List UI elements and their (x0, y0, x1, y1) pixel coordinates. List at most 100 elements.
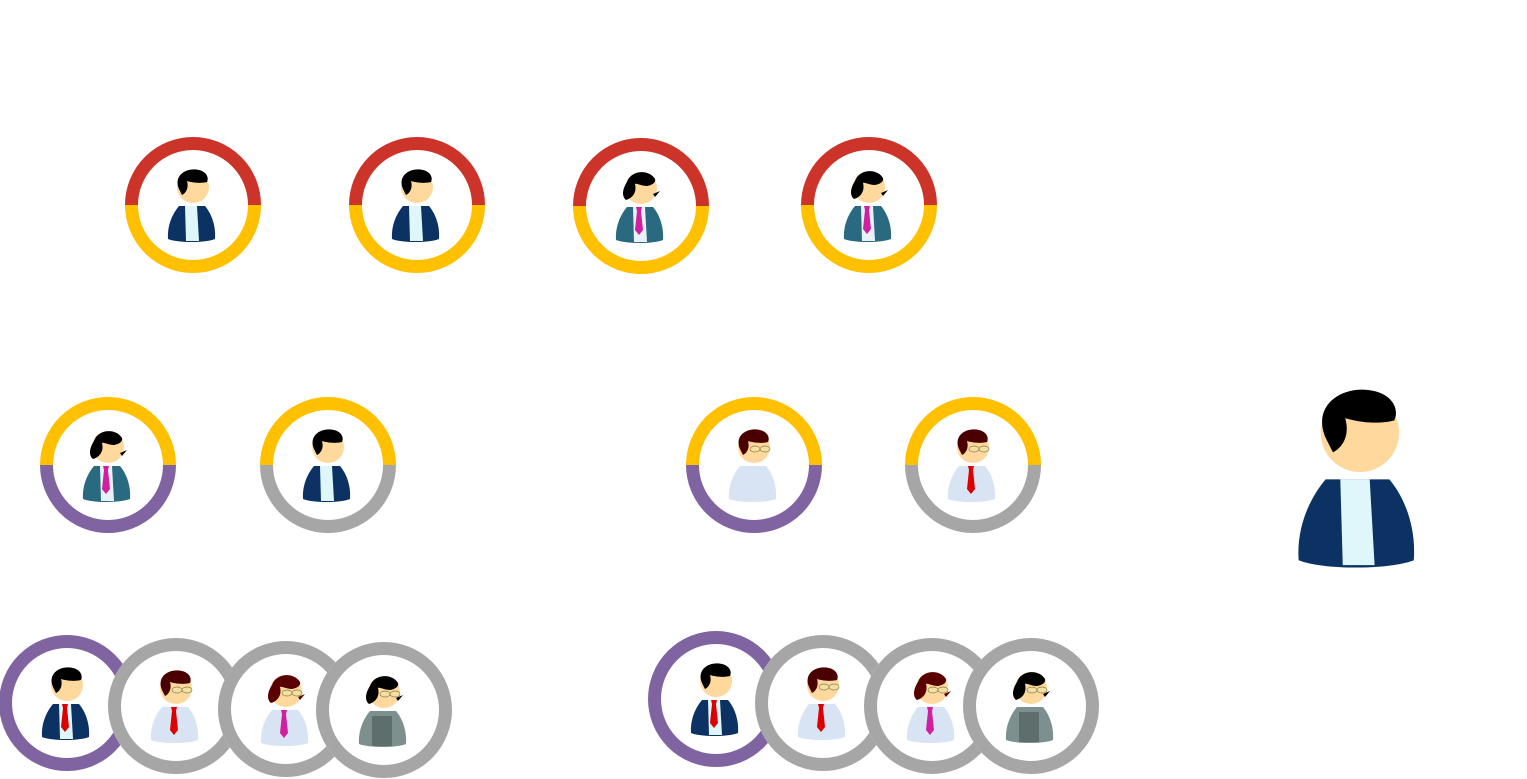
ring-bottom-yellow (349, 204, 485, 273)
female-executive-icon (82, 431, 131, 502)
person-node[interactable] (349, 137, 485, 273)
glasses-icon (818, 683, 840, 691)
ring-top-red (801, 137, 937, 206)
node-background (260, 397, 396, 533)
female-worker-icon (1005, 672, 1054, 743)
ring-top-yellow (260, 397, 396, 466)
tie (710, 700, 718, 728)
hair (177, 169, 208, 195)
glasses-icon (927, 686, 949, 694)
glasses-icon (171, 686, 193, 694)
tie (967, 466, 975, 494)
male-staff-icon (728, 429, 777, 502)
glasses-icon (968, 445, 990, 453)
glasses-icon (749, 445, 771, 453)
node-background (648, 631, 784, 767)
glasses-icon (379, 690, 401, 698)
female-executive-icon (615, 172, 664, 243)
hair (51, 667, 82, 693)
ring-bottom-yellow (573, 205, 709, 274)
male-staff-red-tie-icon (150, 670, 199, 743)
ring-top-red (349, 137, 485, 206)
tie (102, 466, 110, 494)
tie (863, 206, 871, 234)
female-worker-icon (358, 676, 407, 747)
female-staff-icon (906, 672, 955, 743)
person-node[interactable] (905, 397, 1041, 533)
person-node[interactable] (755, 635, 891, 771)
node-background (108, 638, 244, 774)
tie (926, 707, 934, 735)
glasses-icon (281, 689, 303, 697)
node-background (963, 638, 1099, 774)
person-node[interactable] (108, 638, 244, 774)
hair (914, 672, 951, 700)
person-node[interactable] (316, 642, 452, 778)
glasses-icon (1026, 686, 1048, 694)
ring-top-yellow (40, 397, 176, 466)
person-node[interactable] (573, 138, 709, 274)
ring-bottom-gray (963, 705, 1099, 774)
ring-bottom-purple (686, 464, 822, 533)
ring-top-red (573, 138, 709, 207)
female-executive-icon (843, 171, 892, 242)
hair (738, 429, 769, 455)
tie (170, 707, 178, 735)
ring-top-yellow (686, 397, 822, 466)
ring-top-gray (963, 638, 1099, 707)
node-background (218, 641, 354, 777)
person-node[interactable] (40, 397, 176, 533)
male-staff-red-tie-icon (797, 667, 846, 740)
torso (728, 466, 777, 502)
shirt-front (185, 206, 199, 241)
hair (807, 667, 838, 693)
hair (700, 663, 731, 689)
node-background (125, 137, 261, 273)
hair (160, 670, 191, 696)
ring-top-yellow (905, 397, 1041, 466)
node-background (349, 137, 485, 273)
hair (90, 431, 127, 459)
hair (366, 676, 403, 704)
female-staff-icon (260, 675, 309, 746)
person-node[interactable] (864, 638, 1000, 774)
hair (957, 429, 988, 455)
tie (280, 710, 288, 738)
ring-bottom-yellow (801, 204, 937, 273)
overalls-bib (1019, 712, 1039, 742)
hair (851, 171, 888, 199)
person-node[interactable] (963, 638, 1099, 774)
male-manager-red-tie-icon (41, 667, 90, 740)
ring-bottom-gray (905, 464, 1041, 533)
node-background (316, 642, 452, 778)
ring-bottom-gray (260, 464, 396, 533)
shirt-front (409, 206, 423, 241)
node-background (573, 138, 709, 274)
node-background (864, 638, 1000, 774)
male-manager-icon (391, 169, 440, 242)
node-background (40, 397, 176, 533)
person-node[interactable] (260, 397, 396, 533)
person-node[interactable] (686, 397, 822, 533)
person-node[interactable] (801, 137, 937, 273)
male-manager-icon (302, 429, 351, 502)
hair (401, 169, 432, 195)
male-manager-icon (167, 169, 216, 242)
node-background (755, 635, 891, 771)
ring-bottom-gray (316, 709, 452, 778)
overalls-bib (372, 716, 392, 746)
node-background (0, 635, 135, 771)
ring-top-red (125, 137, 261, 206)
node-background (686, 397, 822, 533)
hair (1013, 672, 1050, 700)
shirt-front (320, 466, 334, 501)
shirt-front (1340, 479, 1375, 566)
person-node[interactable] (125, 137, 261, 273)
hair (312, 429, 343, 455)
tie (635, 207, 643, 235)
node-background (801, 137, 937, 273)
ring-bottom-purple (40, 464, 176, 533)
hair (623, 172, 660, 200)
hair (268, 675, 305, 703)
